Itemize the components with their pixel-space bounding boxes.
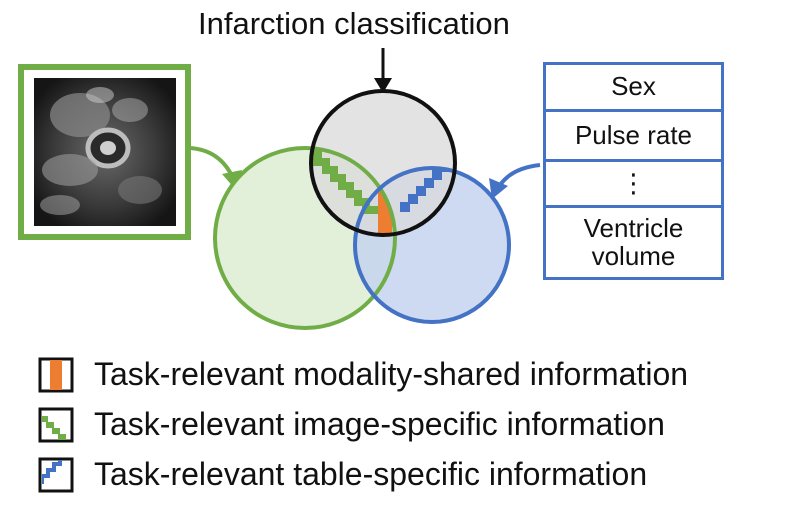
legend-item-shared: Task-relevant modality-shared informatio… (94, 354, 688, 394)
table-row-ventricle-volume: Ventricle volume (543, 208, 724, 280)
cardiac-mri-image (18, 64, 191, 240)
legend-swatch-image (38, 407, 74, 443)
legend-item-table: Task-relevant table-specific information (94, 454, 647, 494)
table-specific-stripe (400, 168, 450, 212)
table-row-sex: Sex (543, 62, 724, 112)
legend-label-shared: Task-relevant modality-shared informatio… (94, 355, 689, 392)
legend-swatch-table (38, 457, 74, 493)
tabular-data-box: Sex Pulse rate ⋮ Ventricle volume (543, 62, 724, 280)
legend-item-image: Task-relevant image-specific information (94, 404, 665, 444)
table-arrow (489, 163, 541, 199)
image-specific-stripe (312, 150, 378, 214)
legend-label-table: Task-relevant table-specific information (94, 455, 648, 492)
table-row-pulse-rate: Pulse rate (543, 112, 724, 162)
diagram-title: Infarction classification (198, 6, 510, 41)
legend-swatch-shared (38, 357, 74, 393)
table-row-ellipsis: ⋮ (543, 162, 724, 208)
task-info-circle (311, 91, 455, 235)
title-arrow (374, 48, 392, 93)
legend-label-image: Task-relevant image-specific information (94, 405, 665, 442)
